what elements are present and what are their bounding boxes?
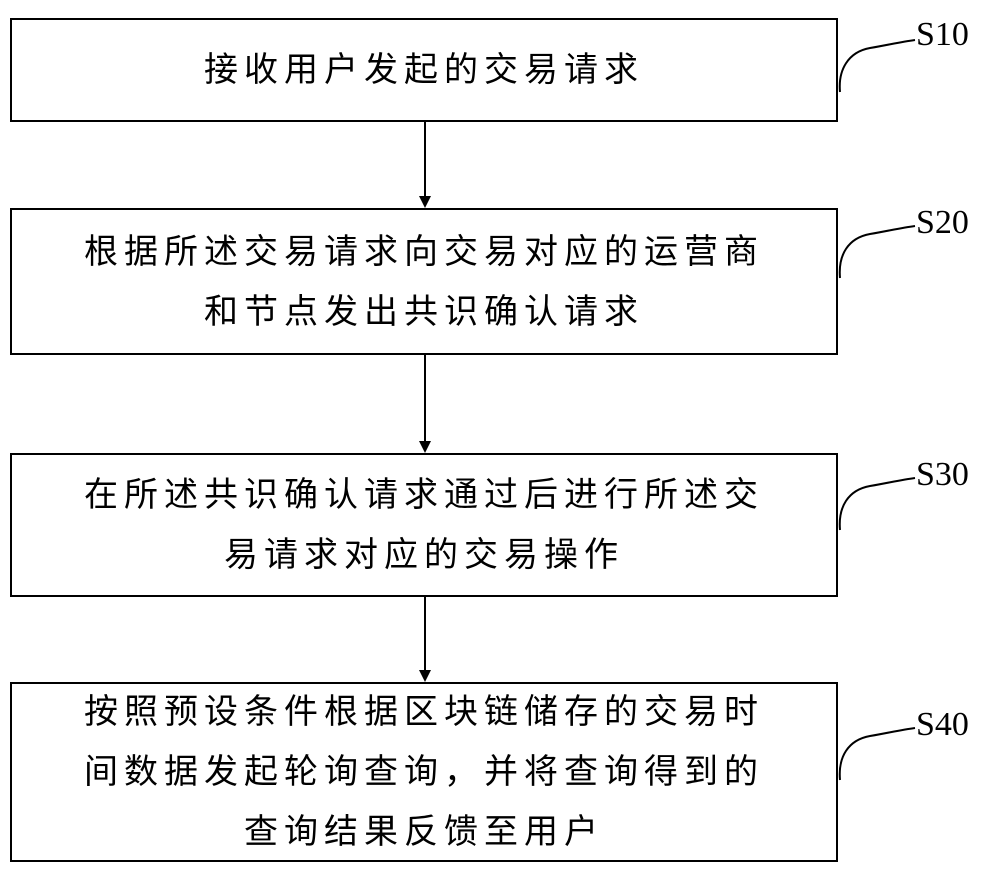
step-label-s10: S10 (916, 16, 969, 53)
step-label-s20: S20 (916, 204, 969, 241)
label-leader-s30 (838, 477, 916, 531)
step-box-s10: 接收用户发起的交易请求 (10, 18, 838, 122)
step-label-s30: S30 (916, 456, 969, 493)
step-s20-text-line-2: 和节点发出共识确认请求 (204, 291, 644, 332)
step-box-s40: 按照预设条件根据区块链储存的交易时 间数据发起轮询查询，并将查询得到的 查询结果… (10, 682, 838, 862)
label-leader-s20 (838, 225, 916, 279)
step-s40-text-line-1: 按照预设条件根据区块链储存的交易时 (84, 692, 764, 732)
step-label-s40: S40 (916, 706, 969, 743)
label-leader-s10 (838, 39, 916, 93)
step-box-s30: 在所述共识确认请求通过后进行所述交 易请求对应的交易操作 (10, 453, 838, 597)
step-s40-text-line-2: 间数据发起轮询查询，并将查询得到的 (84, 752, 764, 792)
step-s30-text-line-1: 在所述共识确认请求通过后进行所述交 (84, 475, 764, 515)
step-s10-text: 接收用户发起的交易请求 (204, 50, 644, 90)
step-s20-text-line-1: 根据所述交易请求向交易对应的运营商 (84, 231, 764, 272)
label-leader-s40 (838, 727, 916, 781)
step-box-s20: 根据所述交易请求向交易对应的运营商 和节点发出共识确认请求 (10, 208, 838, 355)
step-s30-text-line-2: 易请求对应的交易操作 (224, 535, 624, 575)
step-s40-text-line-3: 查询结果反馈至用户 (244, 812, 604, 852)
